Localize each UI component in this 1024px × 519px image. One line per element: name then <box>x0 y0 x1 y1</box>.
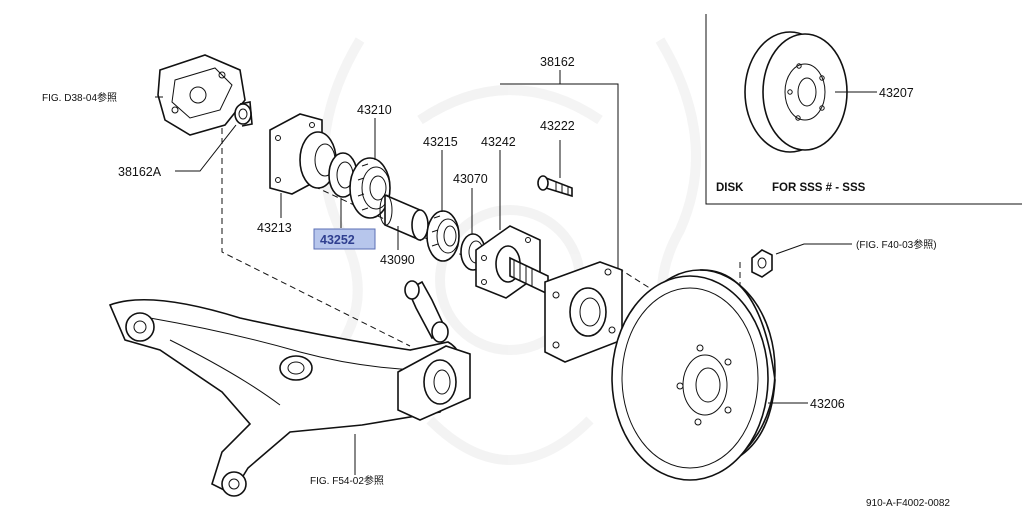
label-43222: 43222 <box>540 119 575 133</box>
label-43242: 43242 <box>481 135 516 149</box>
lug-nut <box>751 249 773 278</box>
disk-inset-box: 43207 DISK FOR SSS # - SSS <box>705 14 1022 205</box>
label-43090: 43090 <box>380 253 415 267</box>
axle-shaft-43242 <box>475 225 549 299</box>
bearing-43215 <box>426 210 460 262</box>
label-38162a: 38162A <box>118 165 162 179</box>
label-43252: 43252 <box>320 233 355 247</box>
label-43206: 43206 <box>810 397 845 411</box>
brake-disc-43207 <box>744 31 848 153</box>
hub-bolt-43222 <box>537 175 573 198</box>
knuckle-carrier <box>157 54 246 136</box>
nut-38162a <box>234 101 253 127</box>
brake-drum-43206 <box>611 269 776 481</box>
label-43252-highlight <box>313 228 376 250</box>
bearing-43210 <box>349 157 391 219</box>
label-fig-d38: FIG. D38-04参照 <box>42 91 117 104</box>
spacer-43090 <box>379 193 429 242</box>
label-fig-f54: FIG. F54-02参照 <box>310 474 384 487</box>
label-fig-f40: (FIG. F40-03参照) <box>856 238 937 251</box>
backing-plate-43213 <box>269 113 337 195</box>
label-38162: 38162 <box>540 55 575 69</box>
label-43207: 43207 <box>879 86 914 100</box>
label-disk: DISK <box>716 182 744 194</box>
diagram-reference-code: 910-A-F4002-0082 <box>866 498 950 509</box>
label-disk-for: FOR SSS # - SSS <box>772 182 866 194</box>
rear-axle-hub-flange <box>544 261 623 363</box>
label-43210: 43210 <box>357 103 392 117</box>
label-43213: 43213 <box>257 221 292 235</box>
label-43070: 43070 <box>453 172 488 186</box>
trailing-arm <box>108 280 471 497</box>
label-43215: 43215 <box>423 135 458 149</box>
